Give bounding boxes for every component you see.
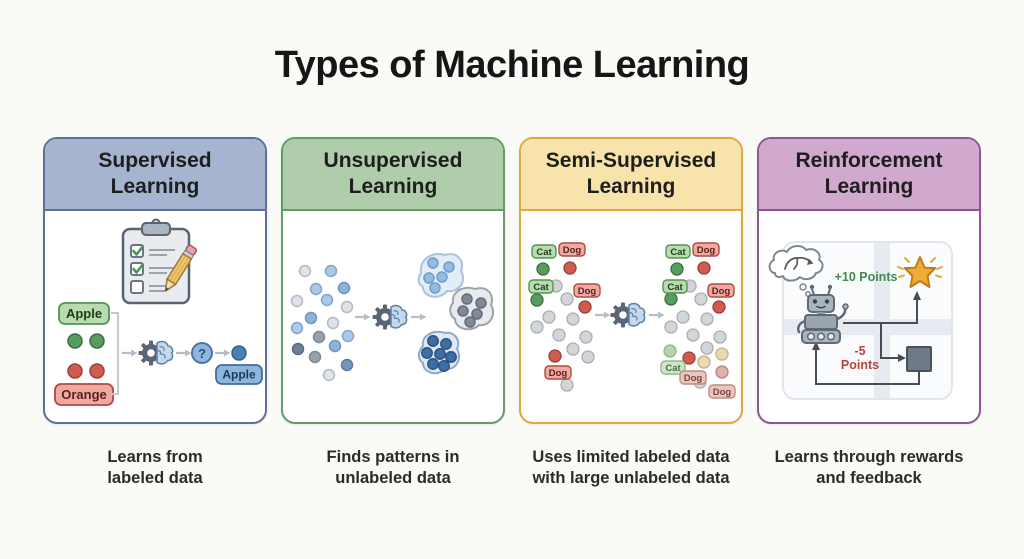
pseudo-red-dot — [715, 365, 729, 379]
reinforcement-diagram: +10 Points -5 Points — [768, 241, 953, 400]
unsupervised-diagram — [290, 253, 495, 382]
card-body-semi-supervised: Cat Dog Cat Dog — [521, 211, 741, 422]
cards-row: Supervised Learning — [43, 137, 981, 424]
input-dots: Cat Dog Cat Dog — [528, 242, 601, 392]
label-cat: Cat — [528, 279, 554, 294]
card-unsupervised: Unsupervised Learning — [281, 137, 505, 424]
clipboard-checklist-icon — [121, 218, 198, 305]
svg-text:?: ? — [198, 346, 206, 361]
orange-dots — [67, 363, 105, 379]
page-title: Types of Machine Learning — [274, 44, 750, 86]
unlabeled-dots — [530, 279, 595, 392]
square-state — [906, 346, 932, 372]
svg-text:Dog: Dog — [549, 368, 568, 379]
path-arrows — [812, 291, 921, 385]
label-dog: Dog — [544, 365, 572, 380]
caption-semi-supervised: Uses limited labeled data with large unl… — [532, 448, 730, 488]
card-semi-supervised: Semi-Supervised Learning — [519, 137, 743, 424]
card-supervised: Supervised Learning — [43, 137, 267, 424]
gear-brain-icon — [371, 303, 408, 331]
label-prediction: Apple — [215, 364, 263, 385]
label-cat: Cat — [531, 244, 557, 259]
label-dog: Dog — [558, 242, 586, 257]
apple-dots — [67, 333, 105, 349]
gear-brain-icon — [137, 339, 174, 367]
thought-cloud-icon — [768, 245, 824, 297]
svg-text:Apple: Apple — [66, 306, 102, 321]
arrow-icon — [647, 310, 666, 320]
cluster-blob-lightblue — [417, 253, 465, 298]
label-apple: Apple — [58, 302, 110, 325]
question-circle-icon: ? — [191, 342, 213, 364]
pseudo-label-dog: Dog — [708, 384, 736, 399]
card-header-semi-supervised: Semi-Supervised Learning — [521, 139, 741, 211]
bracket — [111, 312, 119, 395]
arrow-icon — [120, 348, 139, 358]
pseudo-tan-dots — [697, 347, 729, 369]
arrow-icon — [174, 348, 193, 358]
caption-unsupervised: Finds patterns in unlabeled data — [326, 448, 460, 488]
card-body-unsupervised — [283, 211, 503, 422]
predicted-dot — [231, 345, 247, 361]
cluster-blob-blue — [417, 330, 461, 375]
star-icon — [897, 256, 943, 288]
cluster-blob-gray — [449, 286, 495, 331]
output-dots: Cat Dog Cat Dog — [660, 242, 736, 399]
arrow-icon — [409, 312, 428, 322]
svg-text:Orange: Orange — [61, 387, 107, 402]
penalty-text: -5 Points — [841, 344, 879, 372]
svg-text:Dog: Dog — [713, 387, 732, 398]
card-body-reinforcement: +10 Points -5 Points — [759, 211, 979, 422]
arrow-icon — [353, 312, 372, 322]
pencil-icon — [164, 244, 198, 292]
gear-brain-icon — [609, 301, 646, 329]
scatter-dots — [290, 264, 355, 382]
svg-text:Dog: Dog — [684, 373, 703, 384]
caption-supervised: Learns from labeled data — [107, 448, 203, 488]
reward-text: +10 Points — [835, 270, 898, 284]
svg-text:Dog: Dog — [578, 286, 597, 297]
svg-text:Cat: Cat — [536, 247, 552, 258]
label-dog: Dog — [573, 283, 601, 298]
pseudo-label-cat: Cat — [660, 360, 686, 375]
semi-supervised-diagram: Cat Dog Cat Dog — [528, 242, 736, 399]
card-reinforcement: Reinforcement Learning — [757, 137, 981, 424]
card-header-supervised: Supervised Learning — [45, 139, 265, 211]
svg-text:Cat: Cat — [665, 363, 681, 374]
robot-icon — [797, 284, 849, 344]
pseudo-green-dot — [663, 344, 677, 358]
card-header-unsupervised: Unsupervised Learning — [283, 139, 503, 211]
label-cat: Cat — [662, 279, 688, 294]
svg-text:Dog: Dog — [563, 245, 582, 256]
svg-text:Cat: Cat — [670, 247, 686, 258]
svg-text:Apple: Apple — [222, 368, 256, 382]
label-dog: Dog — [707, 283, 735, 298]
label-cat: Cat — [665, 244, 691, 259]
pseudo-label-dog: Dog — [679, 370, 707, 385]
svg-text:Cat: Cat — [533, 282, 549, 293]
arrow-icon — [593, 310, 612, 320]
arrow-icon — [213, 348, 232, 358]
card-header-reinforcement: Reinforcement Learning — [759, 139, 979, 211]
svg-text:Dog: Dog — [712, 286, 731, 297]
label-orange: Orange — [54, 383, 114, 406]
svg-text:Dog: Dog — [697, 245, 716, 256]
card-body-supervised: Apple Orange — [45, 211, 265, 422]
svg-text:-5: -5 — [854, 344, 865, 358]
svg-text:Cat: Cat — [667, 282, 683, 293]
caption-reinforcement: Learns through rewards and feedback — [774, 448, 964, 488]
label-dog: Dog — [692, 242, 720, 257]
captions-row: Learns from labeled data Finds patterns … — [43, 447, 981, 490]
supervised-diagram: Apple Orange — [54, 218, 263, 406]
svg-text:Points: Points — [841, 358, 879, 372]
